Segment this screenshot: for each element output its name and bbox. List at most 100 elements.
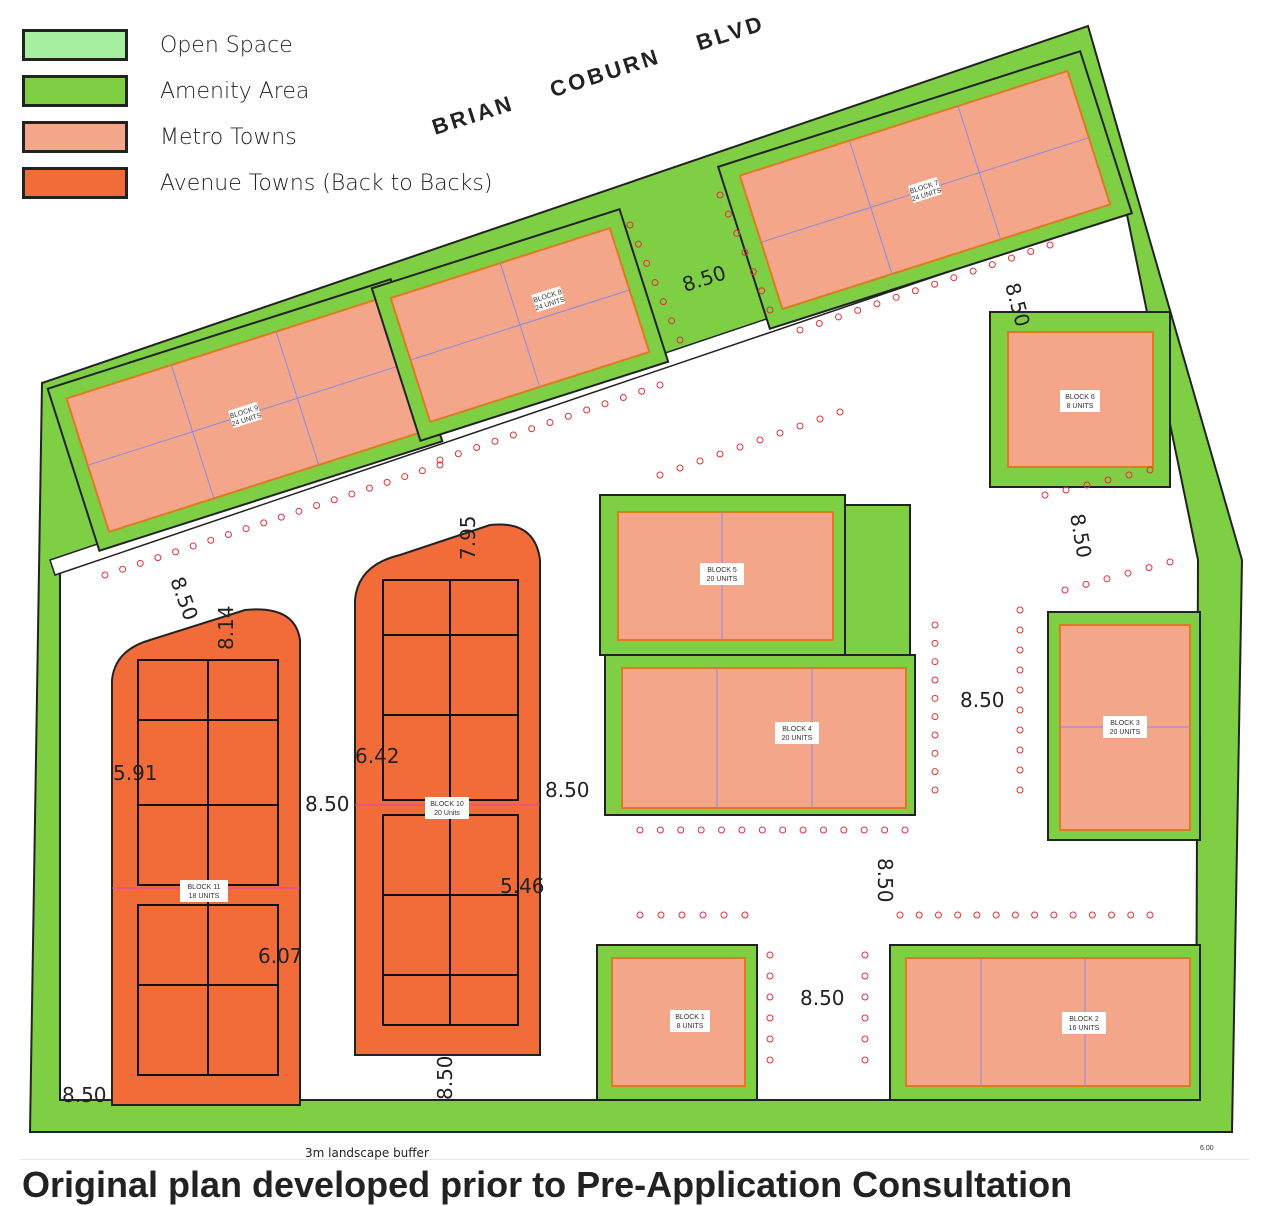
legend-label: Amenity Area xyxy=(160,78,310,104)
parking-stall xyxy=(1016,626,1024,634)
parking-stall xyxy=(601,400,609,408)
parking-stall xyxy=(716,191,724,199)
parking-stall xyxy=(720,911,728,919)
parking-stall xyxy=(277,513,285,521)
parking-stall xyxy=(154,554,162,562)
parking-stall xyxy=(636,826,644,834)
parking-stall xyxy=(931,676,939,684)
legend-label: Open Space xyxy=(160,32,293,58)
parking-stall xyxy=(861,1014,869,1022)
parking-stall xyxy=(860,826,868,834)
parking-stall xyxy=(718,826,726,834)
parking-stall xyxy=(1166,558,1174,566)
parking-stall xyxy=(815,319,823,327)
parking-stall xyxy=(659,298,667,306)
parking-stall xyxy=(854,306,862,314)
parking-stall xyxy=(724,210,732,218)
legend-label: Avenue Towns (Back to Backs) xyxy=(160,170,493,196)
parking-stall xyxy=(491,437,499,445)
parking-stall xyxy=(1016,666,1024,674)
dim-aisle-8: 8.50 xyxy=(873,858,897,903)
parking-stall xyxy=(1069,911,1077,919)
parking-stall xyxy=(678,911,686,919)
block-5-name: BLOCK 5 xyxy=(707,567,737,574)
parking-stall xyxy=(619,394,627,401)
parking-stall xyxy=(881,826,889,834)
parking-stall xyxy=(766,972,774,980)
block-11: BLOCK 11 18 UNITS xyxy=(111,608,301,1106)
parking-stall xyxy=(101,571,109,579)
parking-stall xyxy=(383,478,391,486)
parking-stall xyxy=(696,457,704,465)
parking-stall xyxy=(656,381,664,389)
parking-stall xyxy=(756,436,764,444)
parking-stall xyxy=(776,429,784,437)
parking-stall xyxy=(819,826,827,834)
parking-stall xyxy=(636,911,644,919)
open-space-strip xyxy=(844,504,911,656)
parking-stall xyxy=(1031,911,1039,919)
block-5-units: 20 UNITS xyxy=(707,576,738,583)
parking-stall xyxy=(861,1056,869,1064)
parking-stall xyxy=(861,1035,869,1043)
parking-stall xyxy=(931,694,939,702)
parking-stall xyxy=(911,287,919,295)
parking-stall xyxy=(766,1014,774,1022)
parking-stall xyxy=(834,313,842,321)
parking-stall xyxy=(988,261,996,269)
parking-stall xyxy=(861,993,869,1001)
parking-stall xyxy=(1125,471,1133,479)
landscape-buffer-label: 3m landscape buffer xyxy=(305,1146,429,1160)
parking-stall xyxy=(931,639,939,647)
parking-stall xyxy=(1145,564,1153,572)
parking-stall xyxy=(401,473,409,481)
parking-stall xyxy=(738,826,746,834)
parking-stall xyxy=(1124,569,1132,577)
parking-stall xyxy=(638,387,646,395)
parking-stall xyxy=(741,911,749,919)
parking-stall xyxy=(509,431,517,439)
parking-stall xyxy=(564,412,572,420)
parking-stall xyxy=(119,565,127,573)
parking-stall xyxy=(973,911,981,919)
block-10-name: BLOCK 10 xyxy=(430,801,464,808)
parking-stall xyxy=(969,267,977,275)
dim-aisle-6: 8.50 xyxy=(305,792,350,816)
parking-stall xyxy=(992,911,1000,919)
parking-stall xyxy=(1016,646,1024,654)
parking-stall xyxy=(365,484,373,492)
parking-stall xyxy=(699,911,707,919)
parking-stall xyxy=(741,249,749,256)
parking-stall xyxy=(758,287,766,295)
parking-stall xyxy=(861,972,869,980)
parking-stall xyxy=(931,280,939,288)
parking-stall xyxy=(260,519,268,527)
parking-stall xyxy=(816,415,824,423)
dim-aisle-9: 8.50 xyxy=(800,986,845,1010)
dim-setback: 6.00 xyxy=(1200,1145,1214,1152)
parking-stall xyxy=(330,496,338,504)
legend-amenity-area: Amenity Area xyxy=(22,68,492,114)
parking-stall xyxy=(1127,911,1135,919)
parking-stall xyxy=(189,542,197,550)
legend-swatch xyxy=(22,121,128,153)
block-1: BLOCK 1 8 UNITS xyxy=(596,944,758,1101)
parking-stall xyxy=(931,768,939,776)
block-1-name: BLOCK 1 xyxy=(675,1014,705,1021)
parking-stall xyxy=(473,444,481,451)
caption: Original plan developed prior to Pre-App… xyxy=(22,1164,1073,1205)
parking-stall xyxy=(892,293,900,301)
dim-aisle-5: 8.50 xyxy=(960,688,1005,712)
parking-stall xyxy=(676,464,684,472)
parking-stall xyxy=(677,826,685,834)
parking-stall xyxy=(1104,476,1112,484)
block-6-name: BLOCK 6 xyxy=(1065,394,1095,401)
parking-stall xyxy=(1027,248,1035,256)
parking-stall xyxy=(656,471,664,479)
parking-stall xyxy=(657,911,665,919)
parking-stall xyxy=(1050,911,1058,919)
parking-stall xyxy=(766,306,774,314)
dim-aisle-10: 8.50 xyxy=(62,1083,107,1107)
parking-stall xyxy=(766,1035,774,1043)
parking-stall xyxy=(766,993,774,1001)
